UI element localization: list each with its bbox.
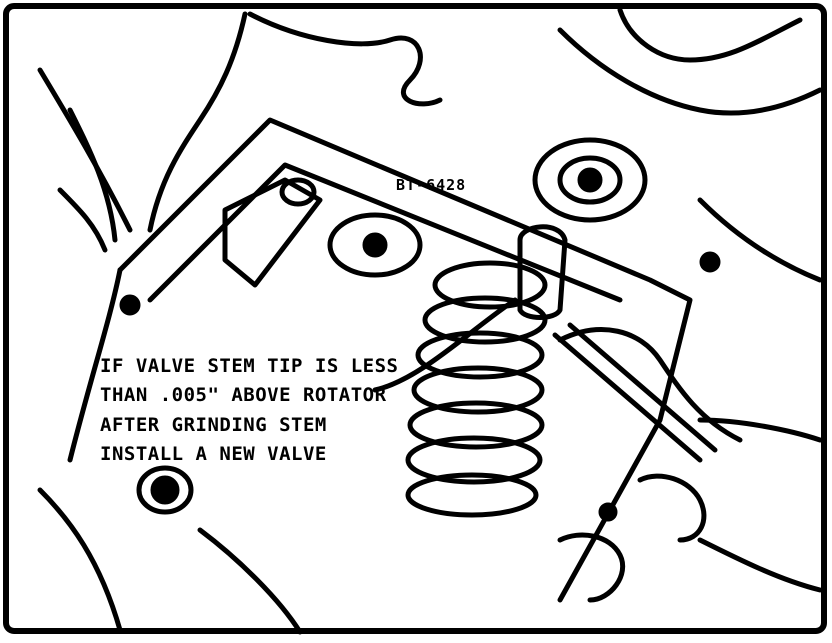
left-edge-outline — [147, 11, 248, 233]
right-hand-knuckle — [557, 532, 626, 603]
note-line-1: IF VALVE STEM TIP IS LESS — [100, 355, 398, 377]
note-line-4: INSTALL A NEW VALVE — [100, 443, 327, 465]
top-right-contour — [557, 27, 823, 116]
valve-stem-tip — [517, 224, 568, 320]
spring-coil-4 — [411, 365, 545, 415]
top-right-bracket — [617, 7, 803, 63]
left-hand-line-2 — [67, 107, 118, 243]
rocker-stud-hole — [362, 232, 388, 258]
note-leader-line — [372, 297, 518, 393]
left-bolt-hole — [119, 294, 141, 316]
spring-coil-3 — [415, 330, 545, 380]
top-finger-outline — [247, 11, 443, 107]
feeler-gauge-edge-2 — [567, 322, 718, 453]
lower-center-line — [197, 527, 303, 635]
spring-coil-7 — [405, 472, 539, 518]
feeler-gauge-edge-1 — [552, 332, 703, 463]
lower-bolt-boss — [136, 465, 194, 515]
right-hand-thumb — [637, 473, 707, 543]
spring-coil-6 — [405, 435, 543, 485]
push-rod — [222, 177, 323, 288]
right-hand-lower-edge — [697, 537, 823, 593]
upper-seat-center — [577, 167, 603, 193]
right-hand-wrist — [697, 417, 823, 443]
figure-code: BT-6428 — [396, 176, 466, 194]
lower-left-line — [37, 487, 123, 633]
upper-spring-seat — [532, 137, 648, 223]
head-left-edge — [67, 267, 123, 463]
note-line-3: AFTER GRINDING STEM — [100, 414, 327, 436]
right-head-line — [697, 197, 823, 283]
head-plate-inner-edge — [147, 162, 623, 303]
spring-coil-1 — [432, 260, 548, 310]
note-line-2: THAN .005" ABOVE ROTATOR — [100, 384, 387, 406]
rocker-stud-boss — [327, 212, 423, 278]
lower-bolt-hole — [150, 475, 180, 505]
left-hand-line-3 — [57, 187, 108, 253]
head-plate-outline — [117, 117, 693, 603]
spring-coil-2 — [422, 295, 548, 345]
frame-border — [3, 3, 827, 634]
spring-coil-5 — [407, 400, 545, 450]
right-bolt-hole-lower — [598, 502, 618, 522]
right-bolt-hole — [699, 251, 721, 273]
push-rod-end — [279, 177, 317, 207]
upper-spring-seat-inner — [557, 155, 623, 205]
